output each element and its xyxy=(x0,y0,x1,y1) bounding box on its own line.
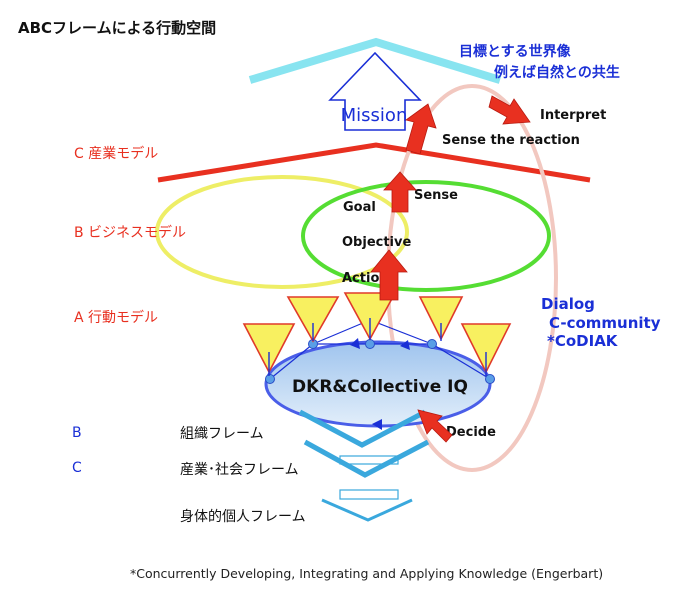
frame-body-label: 身体的個人フレーム xyxy=(180,509,306,525)
interpret-label: Interpret xyxy=(540,108,606,123)
cycle-arrows xyxy=(370,95,531,443)
goal-label: Goal xyxy=(343,200,376,215)
dkr-collective-iq-label: DKR&Collective IQ xyxy=(292,377,468,397)
sense-label: Sense xyxy=(414,188,458,203)
business-model-ellipse xyxy=(155,175,409,289)
frame-c-letter: C xyxy=(72,460,82,476)
action-label: Action xyxy=(342,271,389,286)
frame-b-label: 組織フレーム xyxy=(180,426,264,442)
level-a-action-label: A 行動モデル xyxy=(74,309,158,326)
footnote: *Concurrently Developing, Integrating an… xyxy=(130,566,603,581)
network-node-icons xyxy=(265,339,495,384)
decide-arrow-icon xyxy=(417,409,453,443)
objective-label: Objective xyxy=(342,235,411,250)
mission-arrow-icon xyxy=(328,51,422,131)
level-c-industry-label: C 産業モデル xyxy=(74,145,158,162)
decide-label: Decide xyxy=(446,425,496,440)
codiak-label: *CoDIAK xyxy=(547,332,619,350)
c-community-label: C-community xyxy=(549,314,661,332)
sense-reaction-label: Sense the reaction xyxy=(442,133,580,148)
sense-reaction-arrow-icon xyxy=(405,103,437,155)
body-frame-chevron xyxy=(321,498,413,522)
goal-image-line2: 例えば自然との共生 xyxy=(494,64,620,81)
goal-image-line1: 目標とする世界像 xyxy=(459,43,572,60)
industry-roof xyxy=(157,142,591,183)
level-b-business-label: B ビジネスモデル xyxy=(74,224,186,241)
interpret-arrow-icon xyxy=(488,95,531,125)
organization-frame-chevron xyxy=(298,409,427,448)
agent-triangles xyxy=(242,292,512,374)
action-up-arrow-icon xyxy=(370,249,408,301)
society-frame-chevron xyxy=(303,439,430,478)
mission-label: Mission xyxy=(341,105,408,126)
agent-stems xyxy=(268,318,487,376)
sense-up-arrow-icon xyxy=(383,171,417,213)
body-frame-box-1 xyxy=(339,455,399,465)
diagram-title: ABCフレームによる行動空間 xyxy=(18,19,216,37)
flow-arrow-icons xyxy=(350,338,410,430)
goal-world-roof xyxy=(248,37,502,84)
goal-objective-ellipse xyxy=(301,180,551,292)
dialog-label: Dialog xyxy=(541,295,595,313)
frame-c-label: 産業･社会フレーム xyxy=(180,462,299,478)
body-frame-box-2 xyxy=(339,489,399,500)
frame-b-letter: B xyxy=(72,425,82,441)
